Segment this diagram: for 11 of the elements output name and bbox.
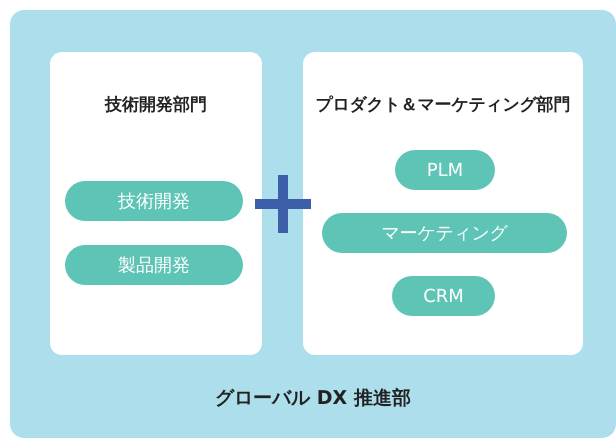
- department-panel: [303, 52, 583, 355]
- section-pill: CRM: [392, 276, 495, 316]
- department-heading: プロダクト＆マーケティング部門: [314, 94, 572, 117]
- division-title: グローバル DX 推進部: [214, 386, 412, 411]
- section-pill: 製品開発: [65, 245, 243, 285]
- section-pill: PLM: [395, 150, 495, 190]
- division-background: [10, 10, 616, 438]
- section-pill: 技術開発: [65, 181, 243, 221]
- section-pill: マーケティング: [322, 213, 567, 253]
- department-panel: [50, 52, 262, 355]
- department-heading: 技術開発部門: [104, 94, 208, 117]
